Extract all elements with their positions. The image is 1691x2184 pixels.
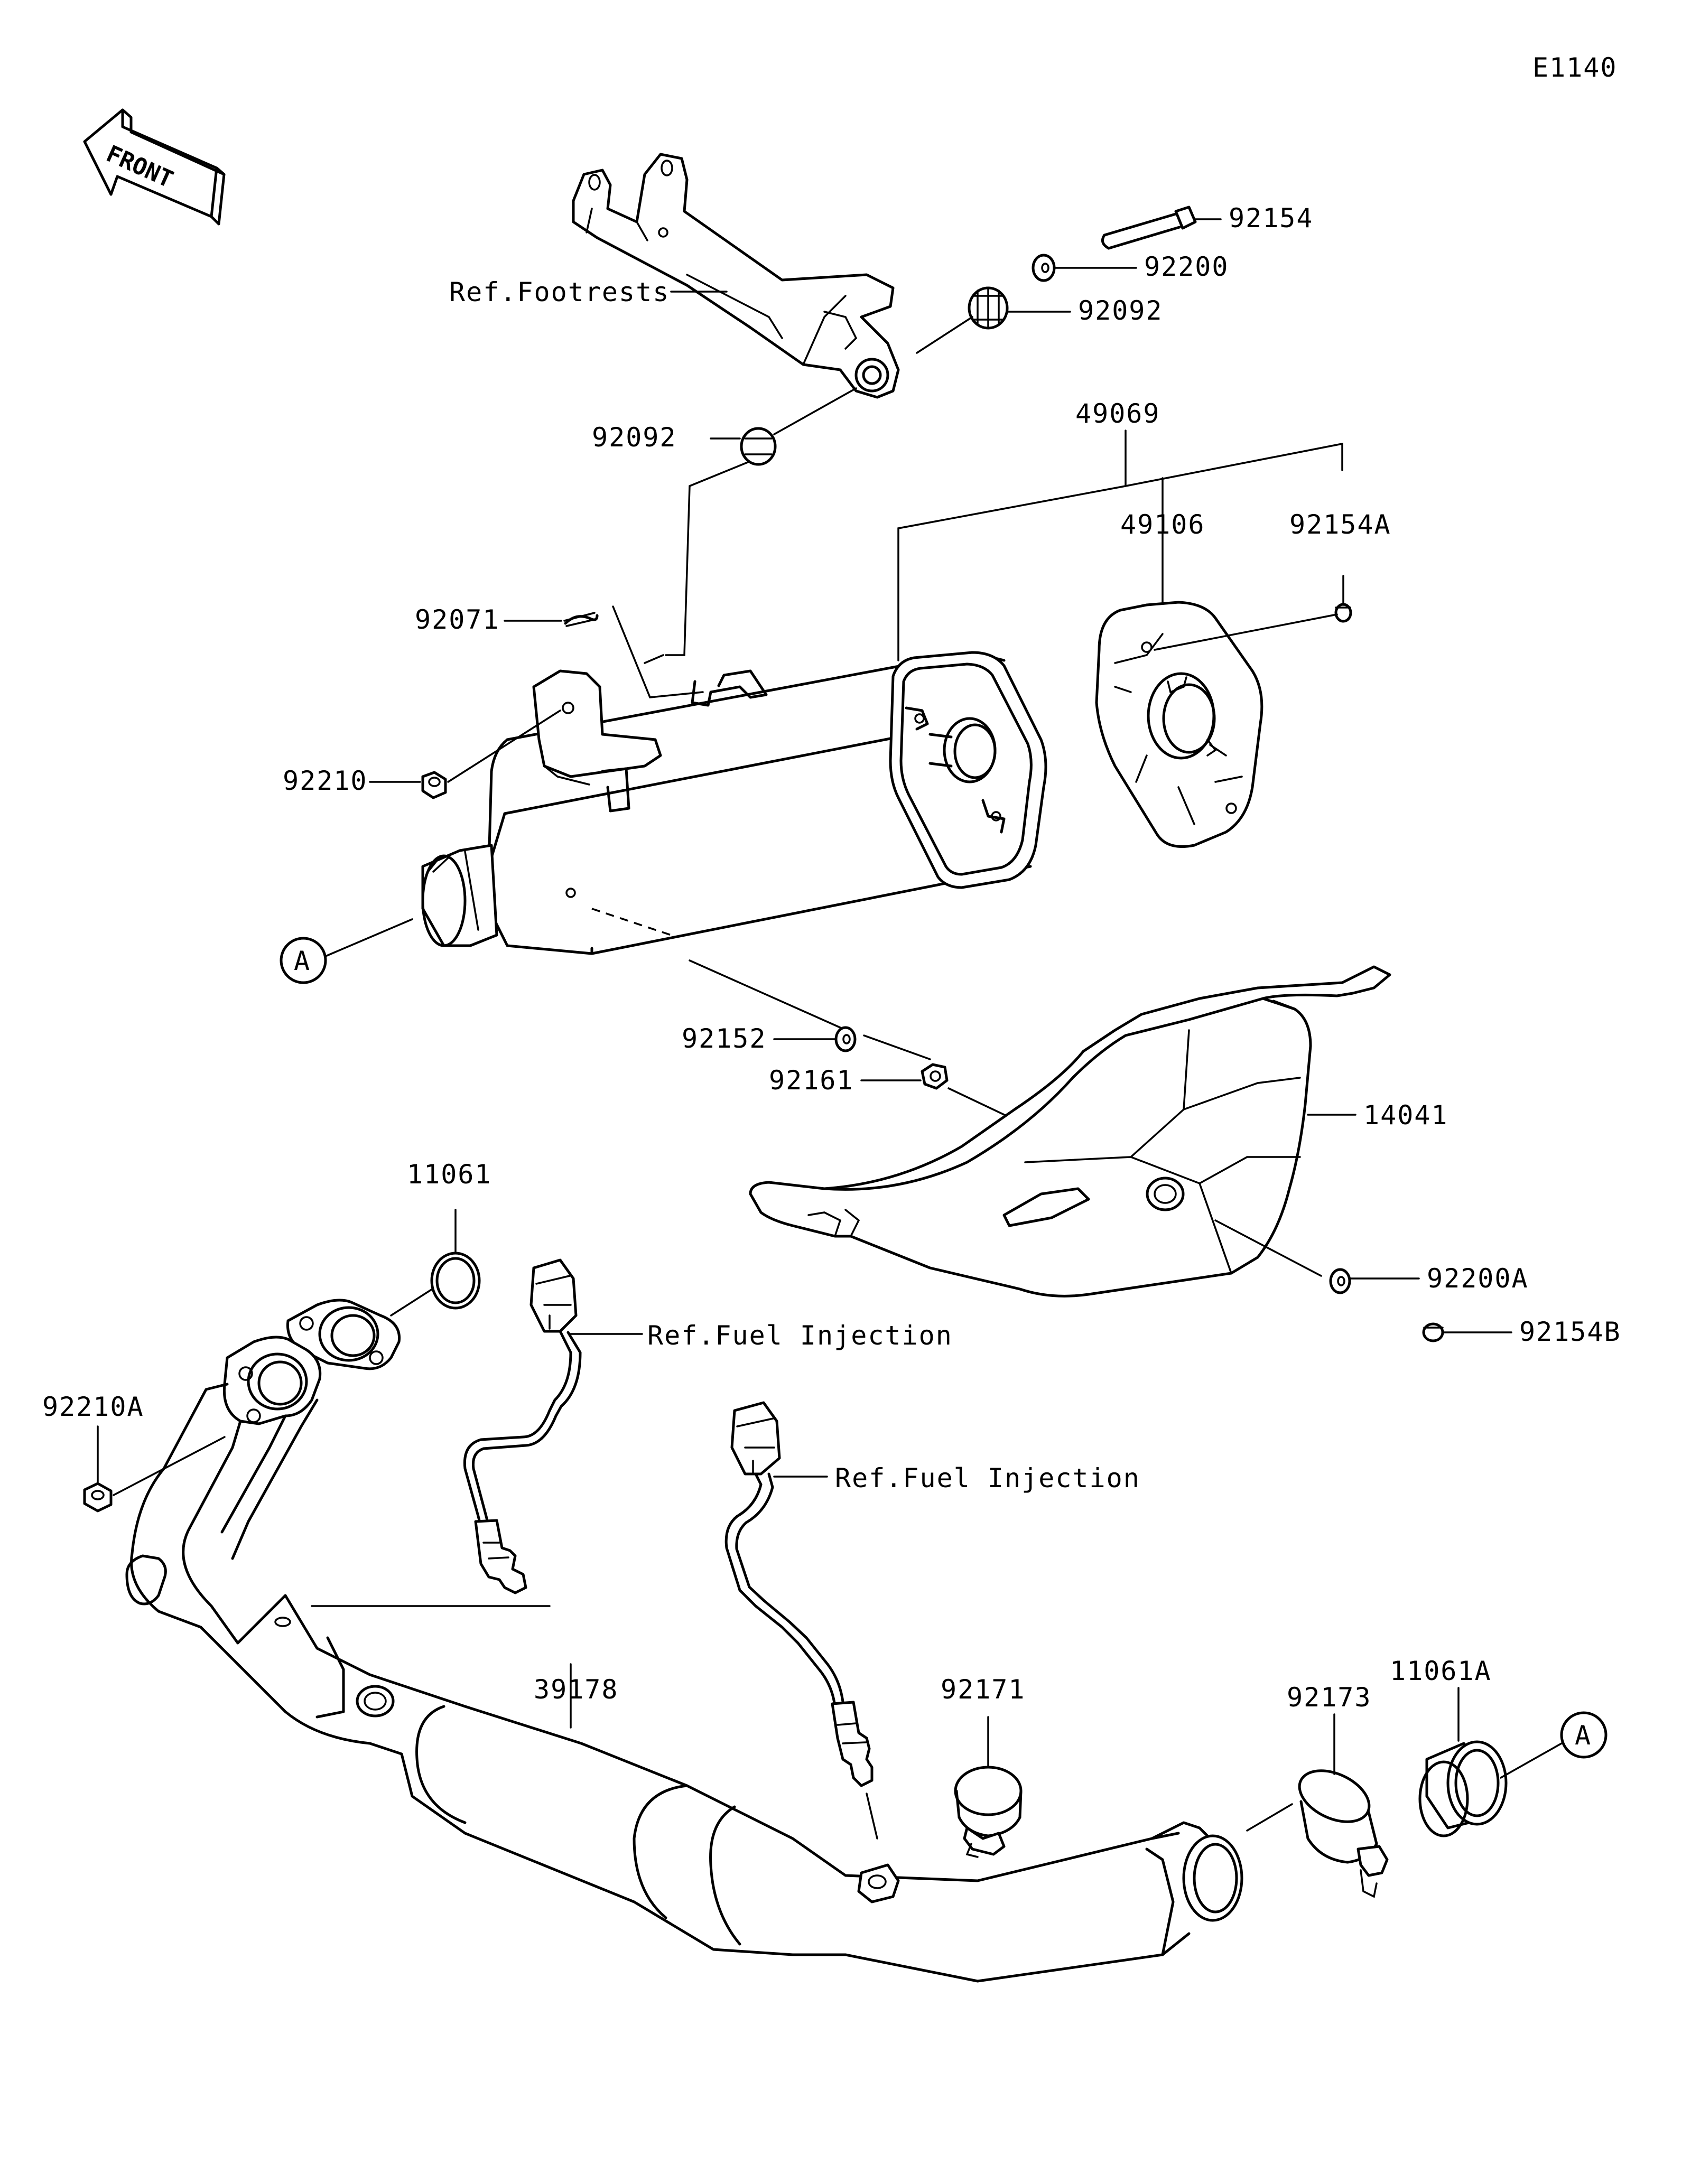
label-92071: 92071	[415, 604, 500, 635]
header-pipe-39178	[125, 1299, 1243, 1983]
diagram-code: E1140	[1532, 52, 1618, 83]
label-49069-leaders	[897, 430, 1343, 661]
nut-92210	[369, 710, 561, 799]
label-92173: 92173	[1287, 1682, 1372, 1713]
label-92154: 92154	[1229, 203, 1314, 234]
nut-92210A	[83, 1425, 226, 1513]
muffler	[421, 651, 1047, 955]
label-92210: 92210	[283, 766, 368, 796]
washer-92200	[1032, 254, 1137, 282]
label-92154A: 92154A	[1289, 509, 1391, 540]
clamp-92171	[954, 1716, 1023, 1858]
label-39178: 39178	[534, 1674, 619, 1705]
damper-92092-top	[916, 286, 1071, 354]
label-92200A: 92200A	[1427, 1263, 1529, 1294]
bolt-92154	[1101, 206, 1222, 250]
screw-92154B	[1422, 1322, 1512, 1342]
label-92210A: 92210A	[42, 1392, 144, 1422]
damper-92092-left	[644, 387, 857, 664]
footrest-bracket	[572, 153, 900, 399]
label-92161: 92161	[769, 1065, 854, 1096]
screw-92154A	[1154, 575, 1352, 651]
washer-92200A	[1329, 1268, 1420, 1294]
connector-a-right: A	[1560, 1711, 1608, 1759]
label-92171: 92171	[941, 1674, 1026, 1705]
clip-92071	[504, 605, 704, 698]
label-92200: 92200	[1144, 251, 1229, 282]
label-92092-left: 92092	[592, 422, 677, 453]
sleeve-11061A	[1418, 1687, 1563, 1837]
connector-a-right-label: A	[1575, 1720, 1592, 1751]
label-92154B: 92154B	[1519, 1317, 1621, 1347]
label-92092-top: 92092	[1078, 295, 1163, 326]
o2-sensor-2	[724, 1401, 878, 1840]
label-11061A: 11061A	[1390, 1656, 1492, 1686]
gasket-11061	[390, 1209, 481, 1317]
muffler-cover-49106	[1095, 601, 1263, 848]
front-arrow-icon: FRONT	[83, 108, 226, 226]
connector-a-left-label: A	[294, 946, 311, 976]
label-11061: 11061	[407, 1159, 492, 1190]
clamp-92173	[1246, 1713, 1389, 1898]
grommet-92152	[689, 959, 857, 1052]
connector-a-left: A	[280, 918, 413, 984]
ref-footrests-label: Ref.Footrests	[449, 277, 670, 307]
ref-fuel-injection-label-1: Ref.Fuel Injection	[647, 1320, 953, 1351]
o2-sensor-1	[463, 1258, 643, 1594]
label-49106: 49106	[1120, 509, 1205, 540]
label-14041: 14041	[1363, 1100, 1448, 1131]
ref-fuel-injection-label-2: Ref.Fuel Injection	[835, 1463, 1140, 1494]
label-49069: 49069	[1075, 398, 1160, 429]
heat-shield-14041	[749, 965, 1391, 1298]
label-92152: 92152	[682, 1023, 767, 1054]
